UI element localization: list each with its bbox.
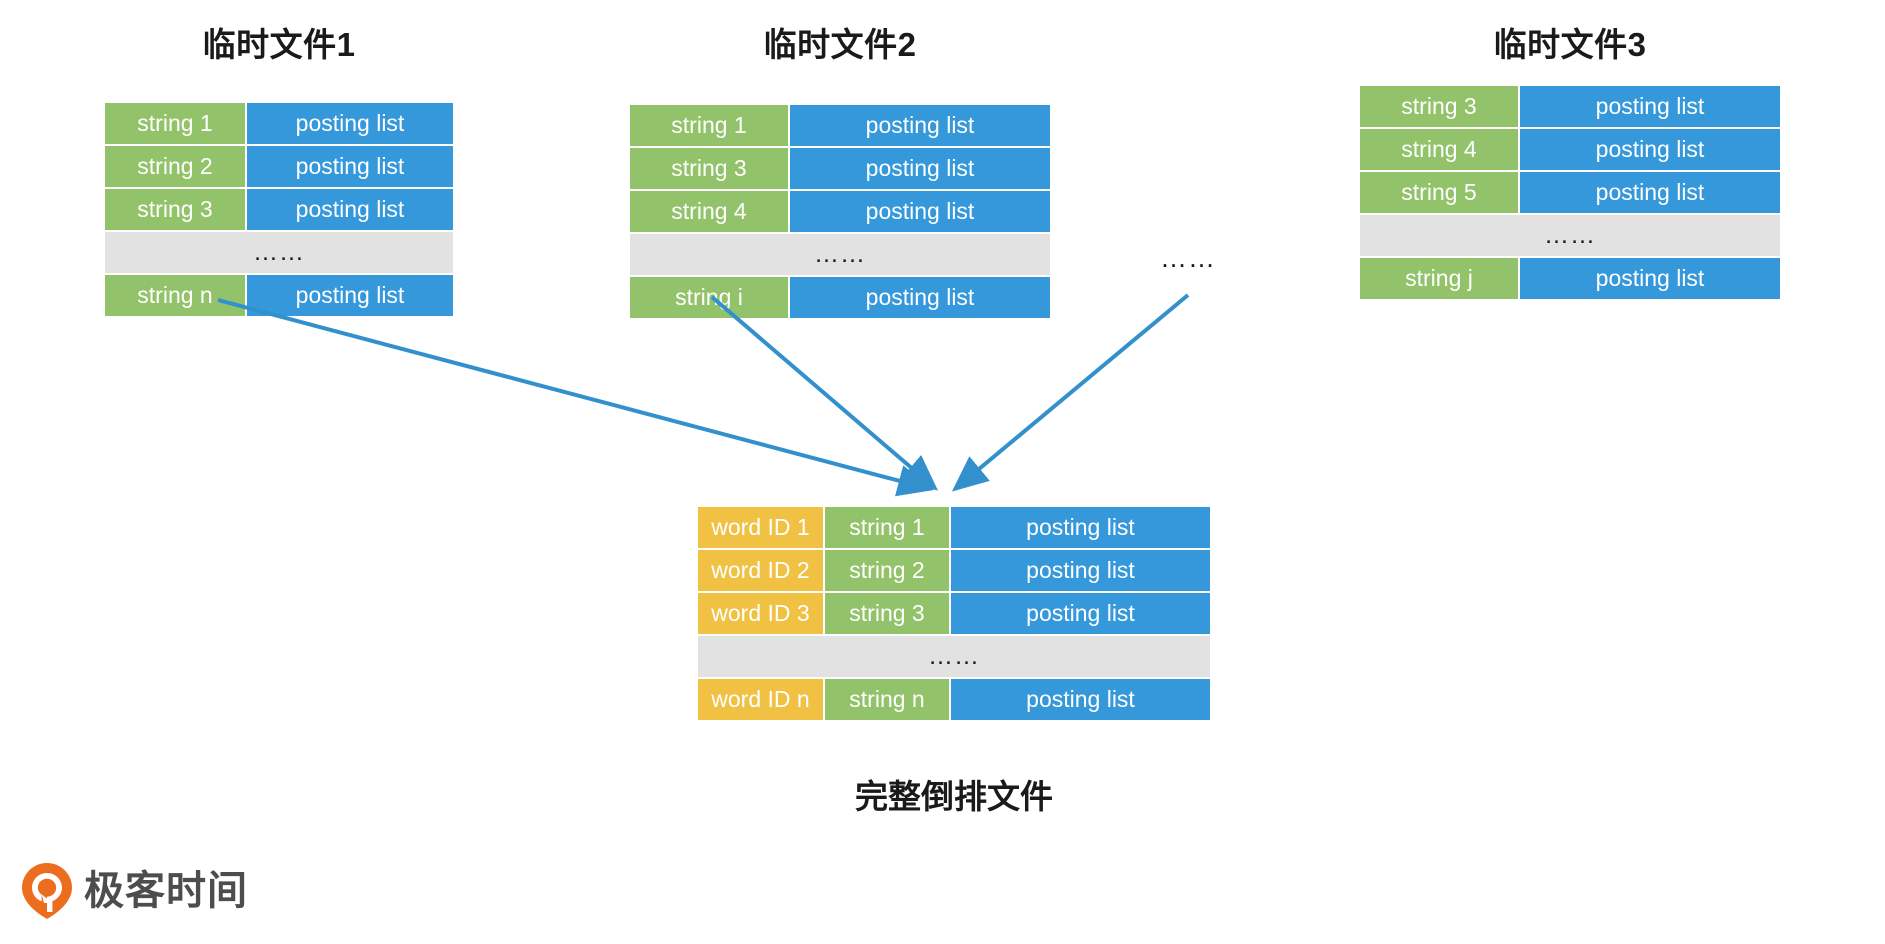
- cell-string: string 2: [105, 146, 245, 187]
- cell-string: string j: [1360, 258, 1518, 299]
- table-row: string 1 posting list: [630, 105, 1050, 146]
- cell-word-id: word ID n: [698, 679, 823, 720]
- table-temp-file-3: string 3 posting list string 4 posting l…: [1360, 86, 1780, 299]
- cell-posting-list: posting list: [790, 148, 1050, 189]
- cell-string: string 3: [630, 148, 788, 189]
- table-row: string 3 posting list: [1360, 86, 1780, 127]
- cell-posting-list: posting list: [790, 277, 1050, 318]
- cell-string: string n: [825, 679, 949, 720]
- title-temp-file-2: 临时文件2: [763, 26, 917, 63]
- cell-posting-list: posting list: [247, 146, 453, 187]
- cell-string: string 4: [1360, 129, 1518, 170]
- table-row: string 2 posting list: [105, 146, 453, 187]
- cell-string: string 1: [630, 105, 788, 146]
- cell-word-id: word ID 3: [698, 593, 823, 634]
- cell-posting-list: posting list: [790, 105, 1050, 146]
- cell-string: string 2: [825, 550, 949, 591]
- cell-posting-list: posting list: [1520, 129, 1780, 170]
- table-row: word ID 2 string 2 posting list: [698, 550, 1210, 591]
- ellipsis-between-tables: ……: [1160, 243, 1216, 273]
- table-temp-file-1: string 1 posting list string 2 posting l…: [105, 103, 453, 316]
- arrow-temp-file-1-to-merged: [217, 298, 934, 497]
- cell-string: string 3: [825, 593, 949, 634]
- title-temp-file-1: 临时文件1: [202, 26, 356, 63]
- table-temp-file-2: string 1 posting list string 3 posting l…: [630, 105, 1050, 318]
- arrow-temp-file-3-to-merged: [951, 293, 1190, 492]
- table-row-ellipsis: ……: [698, 636, 1210, 677]
- cell-string: string 5: [1360, 172, 1518, 213]
- cell-posting-list: posting list: [951, 679, 1210, 720]
- table-row: string i posting list: [630, 277, 1050, 318]
- ellipsis-label: ……: [814, 240, 866, 268]
- table-row: string 4 posting list: [1360, 129, 1780, 170]
- cell-posting-list: posting list: [247, 275, 453, 316]
- table-row-ellipsis: ……: [105, 232, 453, 273]
- ellipsis-label: ……: [253, 238, 305, 266]
- cell-posting-list: posting list: [1520, 258, 1780, 299]
- ellipsis-label: ……: [928, 642, 980, 670]
- cell-string: string 4: [630, 191, 788, 232]
- cell-string: string 3: [105, 189, 245, 230]
- cell-posting-list: posting list: [951, 507, 1210, 548]
- ellipsis-label: ……: [1544, 221, 1596, 249]
- cell-posting-list: posting list: [951, 550, 1210, 591]
- cell-string: string 3: [1360, 86, 1518, 127]
- cell-posting-list: posting list: [247, 189, 453, 230]
- table-row: word ID 3 string 3 posting list: [698, 593, 1210, 634]
- table-row: string 3 posting list: [630, 148, 1050, 189]
- table-row: string 5 posting list: [1360, 172, 1780, 213]
- table-merged-inverted-index: word ID 1 string 1 posting list word ID …: [698, 507, 1210, 720]
- cell-word-id: word ID 1: [698, 507, 823, 548]
- table-row: string 4 posting list: [630, 191, 1050, 232]
- cell-posting-list: posting list: [951, 593, 1210, 634]
- cell-posting-list: posting list: [1520, 172, 1780, 213]
- cell-string: string i: [630, 277, 788, 318]
- cell-string: string n: [105, 275, 245, 316]
- cell-posting-list: posting list: [790, 191, 1050, 232]
- table-row: word ID n string n posting list: [698, 679, 1210, 720]
- geekbang-pin-icon: [20, 862, 74, 920]
- cell-word-id: word ID 2: [698, 550, 823, 591]
- logo-wordmark: 极客时间: [84, 869, 248, 913]
- table-row-ellipsis: ……: [1360, 215, 1780, 256]
- table-row: string j posting list: [1360, 258, 1780, 299]
- title-temp-file-3: 临时文件3: [1493, 26, 1647, 63]
- table-row: string 1 posting list: [105, 103, 453, 144]
- cell-posting-list: posting list: [1520, 86, 1780, 127]
- table-row-ellipsis: ……: [630, 234, 1050, 275]
- brand-logo: 极客时间: [20, 862, 248, 920]
- caption-merged-file: 完整倒排文件: [855, 778, 1053, 815]
- arrow-temp-file-2-to-merged: [710, 295, 939, 491]
- cell-string: string 1: [825, 507, 949, 548]
- cell-string: string 1: [105, 103, 245, 144]
- table-row: word ID 1 string 1 posting list: [698, 507, 1210, 548]
- table-row: string n posting list: [105, 275, 453, 316]
- cell-posting-list: posting list: [247, 103, 453, 144]
- table-row: string 3 posting list: [105, 189, 453, 230]
